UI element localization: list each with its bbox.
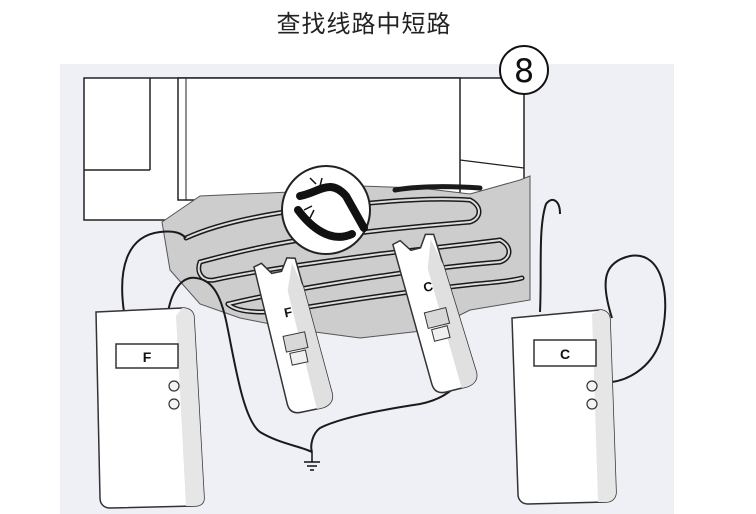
step-number: 8 xyxy=(514,52,534,90)
right-meter-button-1 xyxy=(586,380,598,392)
right-meter-button-2 xyxy=(586,398,598,410)
right-meter-label: C xyxy=(560,346,570,362)
left-meter-display xyxy=(115,343,179,369)
left-meter-label: F xyxy=(143,349,152,365)
page-title: 查找线路中短路 xyxy=(276,10,452,38)
ground-icon xyxy=(304,452,320,471)
right-meter-display xyxy=(533,339,597,367)
left-probe: F xyxy=(253,257,334,414)
step-number-badge: 8 xyxy=(499,45,549,95)
right-probe-label: C xyxy=(422,278,435,295)
fault-magnifier xyxy=(281,165,371,255)
left-meter-button-1 xyxy=(168,380,180,392)
right-meter: C xyxy=(511,309,617,505)
left-meter-button-2 xyxy=(168,398,180,410)
test-leads xyxy=(121,198,667,453)
left-probe-label: F xyxy=(283,304,294,320)
left-meter: F xyxy=(95,307,205,509)
right-probe: C xyxy=(391,233,478,394)
